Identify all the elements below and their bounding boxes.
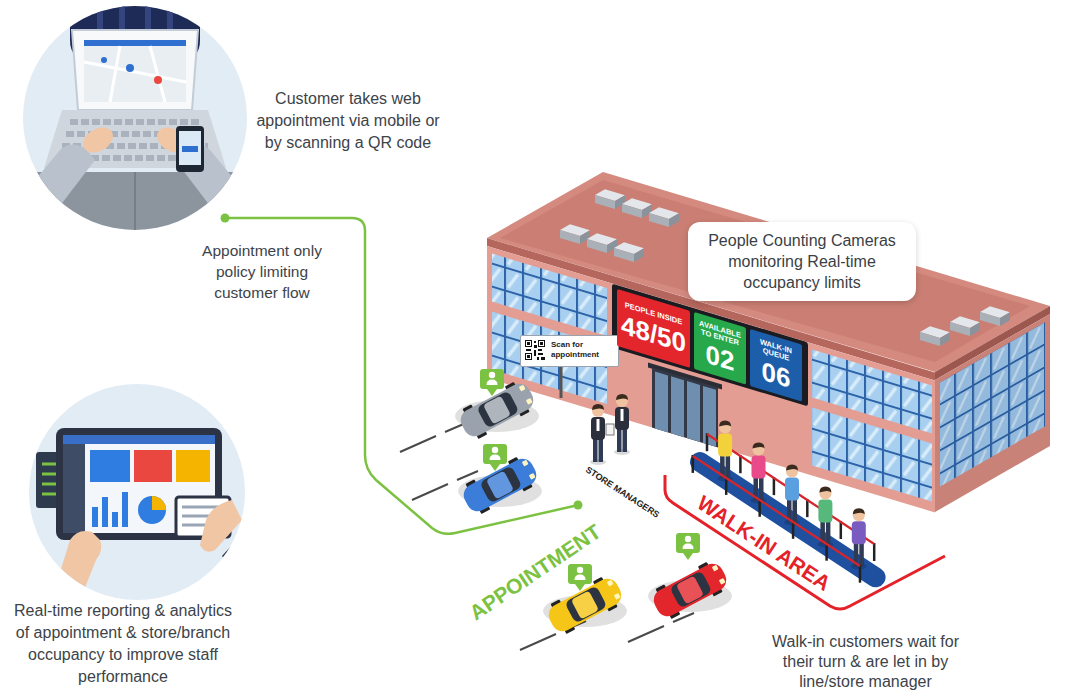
- store-building: [487, 172, 1050, 513]
- available-panel: AVAILABLE TO ENTER02: [694, 312, 746, 385]
- info-text: People Counting Cameras monitoring Real-…: [696, 230, 908, 293]
- policy-caption: Appointment only policy limiting custome…: [197, 240, 327, 303]
- occupancy-panel: PEOPLE INSIDE48/50: [617, 289, 690, 368]
- zone-label: WALK-IN AREA: [693, 491, 835, 595]
- qr-code: [525, 340, 545, 360]
- laptop-illustration: [10, 0, 260, 240]
- store-managers: [590, 394, 630, 465]
- step-caption: Real-time reporting & analytics of appoi…: [8, 600, 238, 688]
- walk-in-area: [665, 421, 945, 610]
- sign-pole: [560, 362, 563, 398]
- ground-label: STORE MANAGERS: [583, 465, 660, 520]
- sign-text: Scan for appointment: [551, 340, 613, 359]
- parked-cars: [455, 369, 732, 638]
- step-caption: Customer takes web appointment via mobil…: [248, 88, 448, 154]
- parking-stripes: [400, 423, 694, 650]
- info-box: People Counting Cameras monitoring Real-…: [688, 222, 916, 301]
- counter-value: 06: [762, 357, 791, 392]
- step-caption: Walk-in customers wait for their turn & …: [763, 632, 968, 692]
- queue-panel: WALK-IN QUEUE06: [750, 329, 802, 402]
- tablet-illustration: [29, 384, 250, 622]
- counter-value: 02: [706, 341, 735, 376]
- zone-label: APPOINTMENT: [465, 520, 605, 625]
